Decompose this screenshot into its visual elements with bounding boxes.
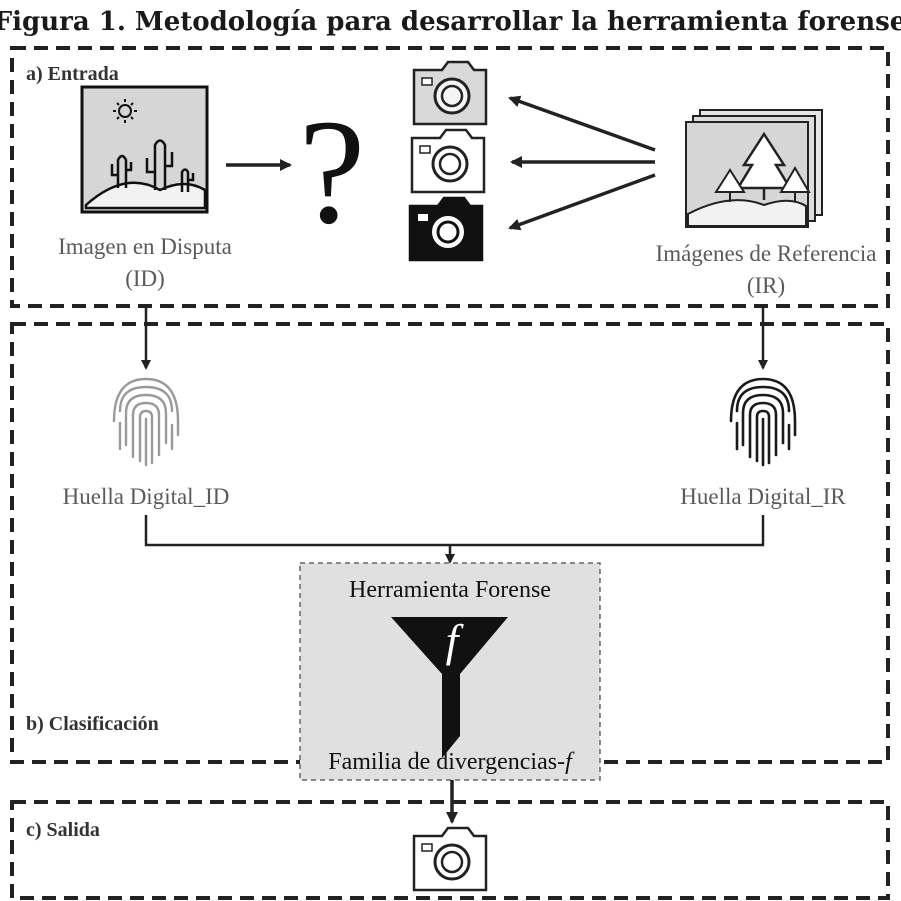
input-section-label: a) Entrada [26, 63, 119, 85]
question-mark: ? [299, 89, 366, 255]
caption-f-symbol: f [565, 749, 575, 775]
camera-icon [412, 60, 488, 126]
arrow-ref-to-camera-3 [508, 173, 656, 231]
classification-section-label: b) Clasificación [26, 713, 159, 735]
camera-icon [412, 826, 488, 892]
camera-icon [408, 196, 484, 262]
fingerprint-id-caption: Huella Digital_ID [63, 484, 230, 509]
reference-images-ir: (IR) [747, 273, 785, 298]
output-section-box [10, 800, 890, 900]
forensic-tool-caption: Familia de divergencias-f [328, 749, 575, 775]
figure-title: Figura 1. Metodología para desarrollar l… [0, 7, 901, 37]
merge-connector [144, 515, 765, 547]
fingerprint-ir-caption: Huella Digital_IR [680, 484, 846, 509]
forensic-tool-title: Herramienta Forense [349, 577, 551, 603]
reference-images-caption: Imágenes de Referencia [656, 241, 877, 266]
forest-images-stack-icon [685, 109, 823, 228]
output-section-label: c) Salida [26, 819, 100, 841]
fingerprint-icon [112, 377, 180, 467]
input-section-box [10, 46, 890, 308]
disputed-image-caption: Imagen en Disputa [58, 234, 232, 259]
disputed-image-id: (ID) [125, 266, 165, 291]
fingerprint-icon [729, 377, 797, 467]
funnel-icon: f [391, 615, 508, 758]
caption-prefix: Familia de divergencias- [328, 749, 565, 775]
desert-image-icon [80, 85, 209, 214]
camera-icon [410, 128, 486, 194]
arrow-ref-to-camera-1 [508, 95, 656, 152]
